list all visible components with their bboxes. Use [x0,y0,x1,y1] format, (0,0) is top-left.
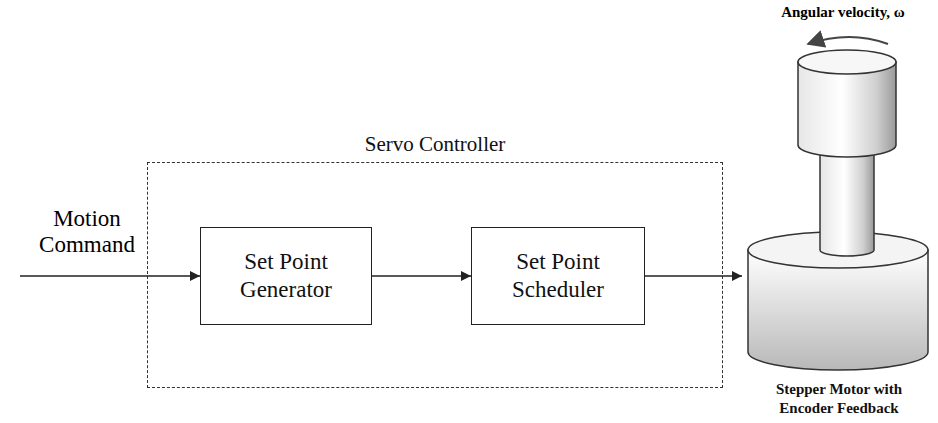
output-label: Angular velocity, ω [752,4,934,21]
signal-arrow [645,275,742,277]
controller-boundary: Servo ControllerSet Point GeneratorSet P… [147,162,723,388]
motor-shaft [820,148,874,256]
encoder-disc [798,50,896,157]
input-label: Motion Command [22,206,152,258]
motor-caption: Stepper Motor with Encoder Feedback [764,380,914,418]
motor-node: Stepper Motor with Encoder Feedback [742,232,936,420]
group-title: Servo Controller [148,131,722,157]
rotation-arrow [808,37,888,44]
signal-arrow [372,275,471,277]
box-label: Set Point Generator [201,248,371,304]
process-box: Set Point Scheduler [471,227,645,325]
process-box: Set Point Generator [200,227,372,325]
input-arrow [20,275,200,277]
box-label: Set Point Scheduler [472,248,644,304]
